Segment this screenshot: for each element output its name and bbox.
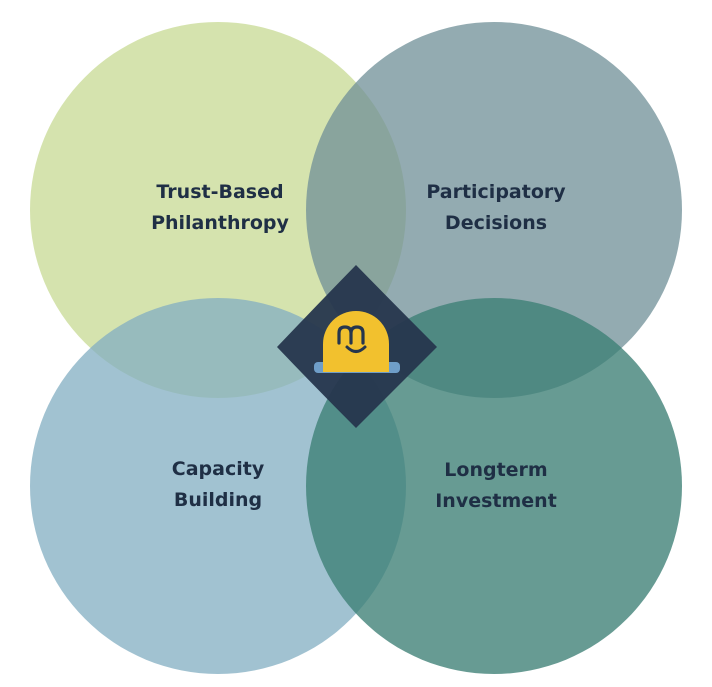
label-investment: Investment [435, 490, 557, 512]
logo-m [337, 325, 365, 345]
label-longterm: Longterm [444, 459, 547, 481]
label-philanthropy: Philanthropy [151, 212, 289, 234]
label-trust-based: Trust-Based [156, 181, 283, 203]
label-capacity: Capacity [172, 458, 265, 480]
logo-smile [345, 345, 367, 353]
circle-longterm-investment [306, 298, 682, 674]
smiling-face-logo-icon [314, 311, 400, 373]
label-decisions: Decisions [445, 212, 547, 234]
circle-capacity-building [30, 298, 406, 674]
label-participatory: Participatory [426, 181, 566, 203]
logo-face [323, 311, 389, 372]
circle-participatory-decisions [306, 22, 682, 398]
circle-trust-based-philanthropy [30, 22, 406, 398]
label-building: Building [174, 489, 262, 511]
